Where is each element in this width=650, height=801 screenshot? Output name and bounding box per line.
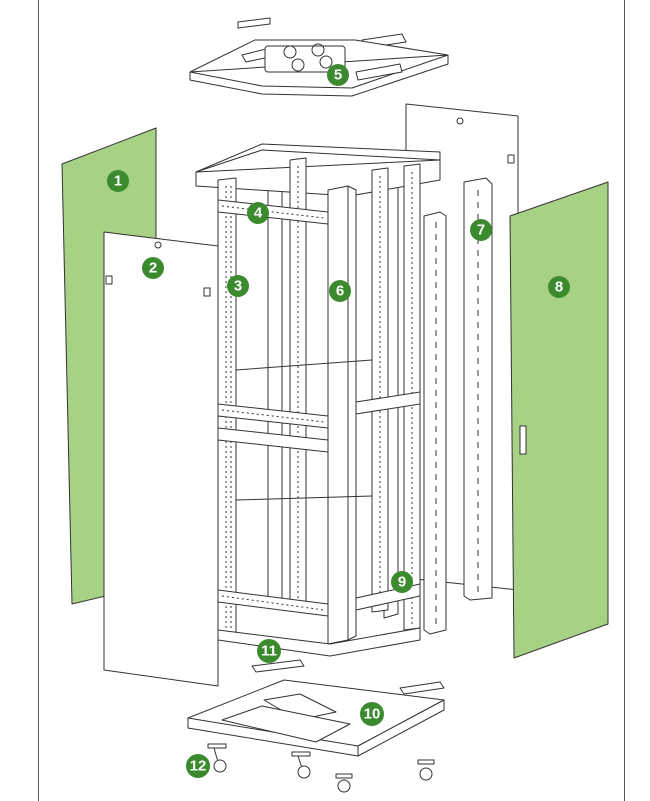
callout-10: 10	[360, 702, 384, 726]
front-door	[103, 231, 219, 687]
callout-9-label: 9	[398, 574, 406, 591]
callout-7-label: 7	[477, 222, 485, 239]
callout-11-label: 11	[261, 643, 277, 660]
left-border	[38, 0, 39, 801]
callout-4: 4	[247, 202, 269, 224]
bottom-cover-plates	[251, 659, 445, 695]
caster-front-center	[291, 751, 311, 779]
callout-3: 3	[227, 275, 249, 297]
caster-front-left	[207, 743, 227, 773]
caster-rear-right	[417, 759, 435, 781]
base-tray	[187, 679, 445, 757]
cabinet-frame	[195, 143, 441, 657]
cable-management-bar	[463, 177, 493, 601]
callout-12: 12	[186, 754, 210, 778]
vertical-pdu-rail	[423, 211, 447, 635]
callout-6-label: 6	[336, 283, 344, 300]
callout-1-label: 1	[114, 173, 122, 190]
callout-8-label: 8	[555, 279, 563, 296]
callout-2: 2	[142, 257, 164, 279]
callout-2-label: 2	[149, 260, 157, 277]
callout-9: 9	[391, 571, 413, 593]
callout-11: 11	[257, 639, 281, 663]
callout-5-label: 5	[334, 67, 342, 84]
callout-7: 7	[470, 219, 492, 241]
callout-10-label: 10	[364, 706, 381, 723]
callout-8: 8	[548, 276, 570, 298]
callout-4-label: 4	[254, 205, 263, 222]
right-side-panel	[509, 181, 609, 659]
right-border	[624, 0, 625, 801]
callout-6: 6	[329, 280, 351, 302]
callout-12-label: 12	[190, 758, 207, 775]
callout-5: 5	[327, 64, 349, 86]
caster-rear-center	[335, 773, 353, 793]
roof-panel	[189, 17, 449, 97]
callout-3-label: 3	[234, 278, 242, 295]
callout-1: 1	[107, 170, 129, 192]
casters	[207, 743, 435, 793]
